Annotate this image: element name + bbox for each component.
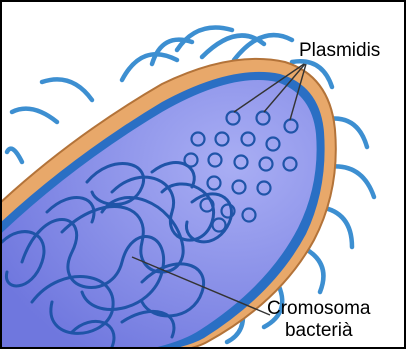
flagellum (122, 54, 177, 80)
flagellum (152, 40, 192, 64)
flagellum (234, 35, 292, 60)
chromosome-label: Cromosoma bacterià (267, 298, 370, 342)
plasmids-label: Plasmidis (299, 40, 380, 62)
flagellum (7, 149, 22, 162)
flagellum (12, 109, 57, 122)
chromosome-label-line2: bacterià (267, 320, 370, 342)
flagellum (42, 79, 92, 100)
chromosome-label-line1: Cromosoma (267, 298, 370, 320)
